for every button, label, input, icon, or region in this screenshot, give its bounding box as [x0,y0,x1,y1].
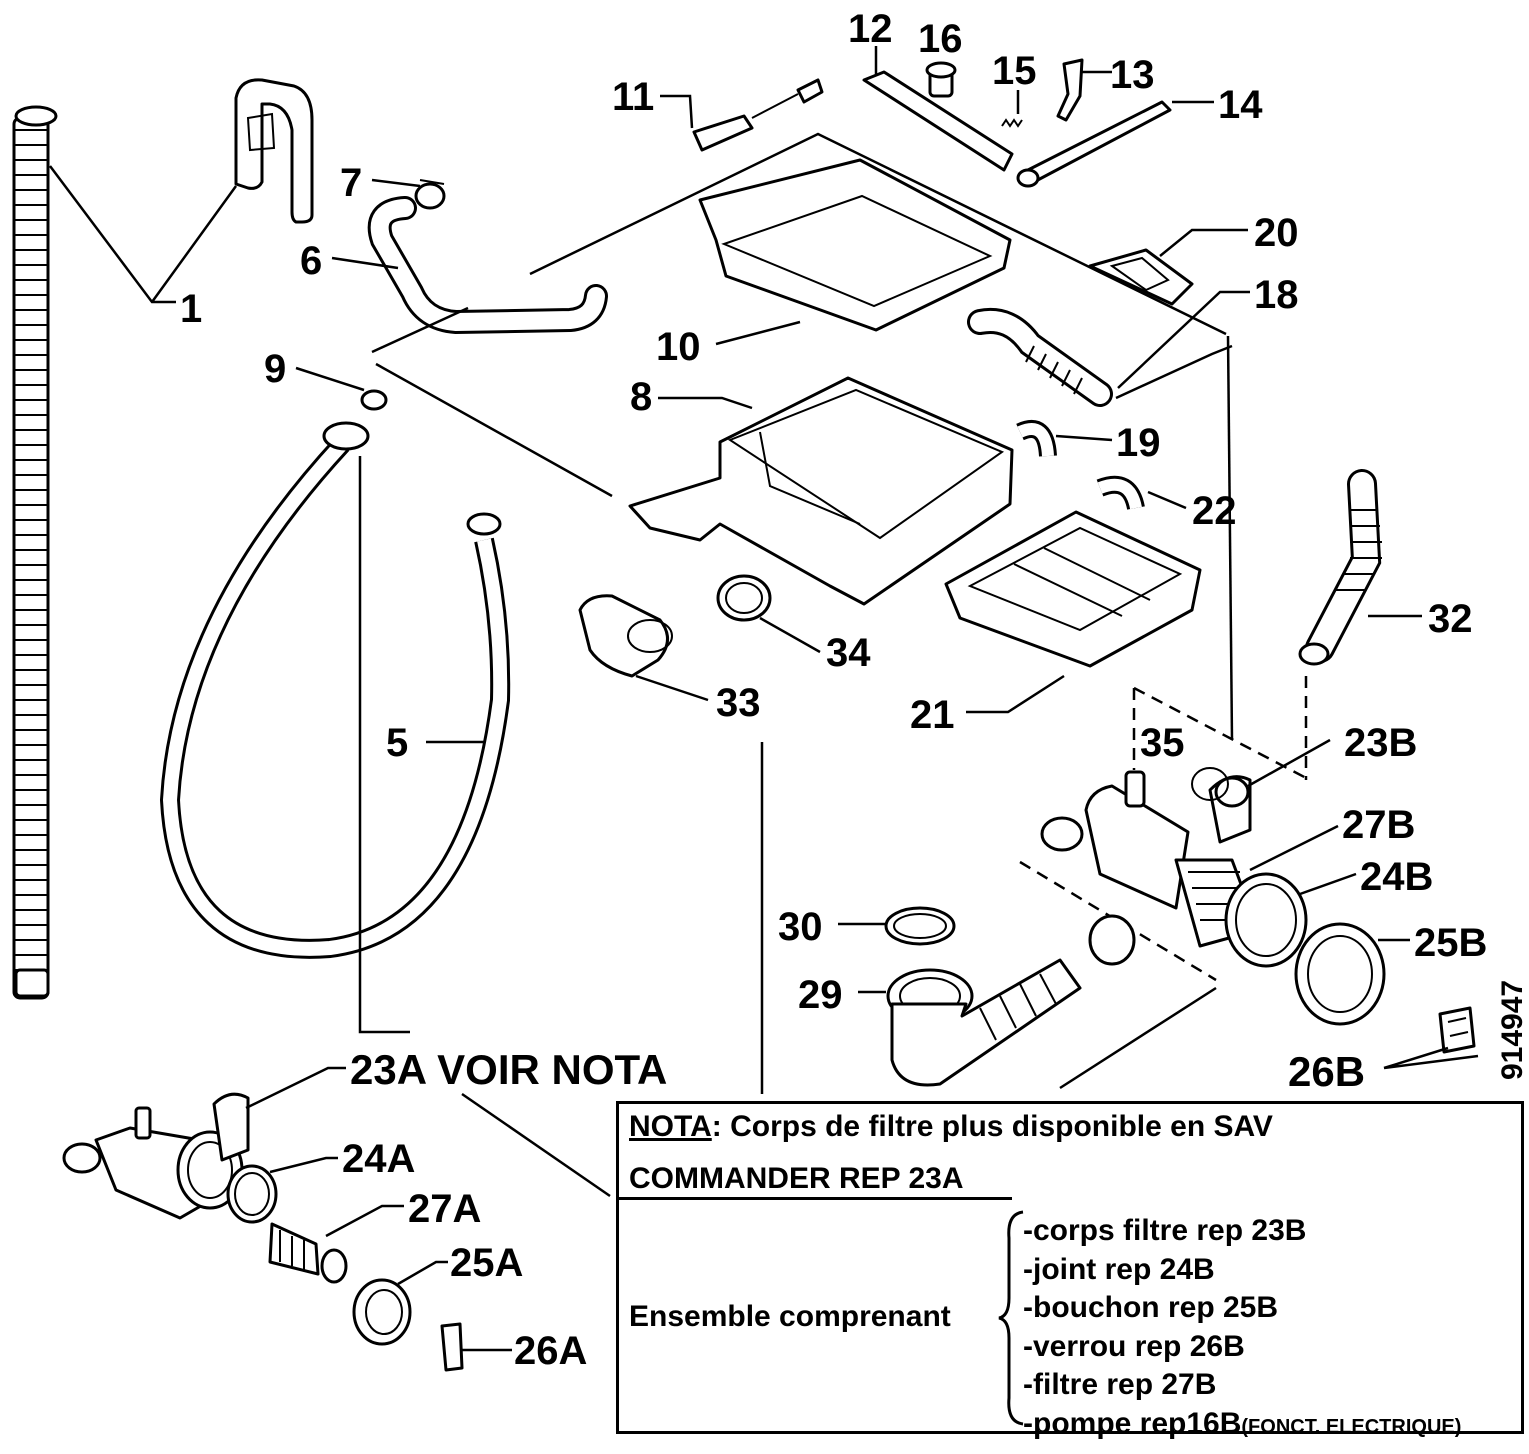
nota-item: -joint rep 24B [1023,1252,1215,1286]
label-35: 35 [1140,721,1185,765]
label-33: 33 [716,681,761,725]
dashed-assembly-outline [1019,676,1311,982]
label-34: 34 [826,631,871,675]
nota-word: NOTA [629,1110,712,1143]
part-34-ring-clamp [716,574,821,654]
label-30: 30 [778,905,823,949]
part-6-hose [331,196,608,335]
label-24a: 24A [342,1137,415,1181]
part-27a-filter [268,1204,404,1284]
part-14-rod [1016,100,1214,188]
label-10: 10 [656,325,701,369]
nota-item: -corps filtre rep 23B [1023,1214,1307,1247]
label-13: 13 [1110,53,1155,97]
nota-item: -bouchon rep 25B [1023,1291,1279,1324]
label-7: 7 [340,161,362,205]
nota-item: -filtre rep 27B [1023,1368,1217,1401]
part-7-hose-clamp [371,178,446,210]
part-12-bracket [862,46,1014,172]
part-18-bellows-hose [967,290,1250,407]
label-20: 20 [1254,211,1299,255]
part-22-elbow [1096,475,1187,511]
label-21: 21 [910,693,955,737]
part-23a-filter-body [62,1066,346,1220]
part-32-bellows [1298,469,1422,666]
nota-items-list: -corps filtre rep 23B -joint rep 24B -bo… [1023,1212,1461,1443]
label-6: 6 [300,239,322,283]
label-5: 5 [386,721,408,765]
label-18: 18 [1254,273,1299,317]
part-11-switch [660,78,824,152]
part-33-connector [578,594,709,702]
label-12: 12 [848,7,893,51]
label-29: 29 [798,973,843,1017]
part-23b-filter-body [1040,738,1331,910]
label-11: 11 [612,75,654,119]
label-15: 15 [992,49,1037,93]
part-13-lever [1056,58,1112,122]
label-24b: 24B [1360,855,1433,899]
label-22: 22 [1192,489,1237,533]
label-26b: 26B [1288,1048,1365,1095]
part-1-drain-hose [12,78,314,1000]
label-23a-voir-nota: 23A VOIR NOTA [350,1046,667,1093]
part-26a-latch [440,1322,512,1372]
part-15-spring [1001,90,1023,128]
nota-item-pump-text: -pompe rep16B [1023,1406,1242,1440]
nota-title: NOTA: Corps de filtre plus disponible en… [629,1110,1273,1144]
label-32: 32 [1428,597,1473,641]
part-21-detergent-drawer [944,510,1202,714]
part-25b-plug [1294,922,1410,1026]
part-25a-plug [352,1260,448,1346]
nota-item-pump: -pompe rep16B(FONCT. ELECTRIQUE) [1023,1405,1461,1444]
nota-separator [619,1197,1012,1200]
hose-corrugation [14,129,48,971]
part-29-elbow-bellows [858,914,1136,1087]
part-16-plug [925,61,957,98]
label-14: 14 [1218,83,1263,127]
part-24a-seal [226,1156,338,1224]
part-20-cover [1088,228,1248,306]
nota-item: -verrou rep 26B [1023,1329,1245,1363]
label-16: 16 [918,17,963,61]
label-1: 1 [180,287,202,331]
part-8-dispenser-housing [628,376,1014,606]
part-19-elbow [1016,420,1113,457]
cabinet-outline [358,132,1234,1094]
label-26a: 26A [514,1329,587,1373]
part-9-valve [295,366,388,411]
part-5-inlet-hose [159,421,511,959]
nota-ensemble-label: Ensemble comprenant [629,1300,951,1333]
nota-brace [998,1210,1024,1426]
nota-title-rest: : Corps de filtre plus disponible en SAV [711,1110,1273,1143]
label-9: 9 [264,347,286,391]
label-27b: 27B [1342,803,1415,847]
label-8: 8 [630,375,652,419]
nota-pump-note: (FONCT. ELECTRIQUE) [1241,1415,1462,1438]
part-10-top-frame [698,158,1012,346]
nota-order-line: COMMANDER REP 23A [629,1162,964,1195]
label-25b: 25B [1414,921,1487,965]
nota-box: NOTA: Corps de filtre plus disponible en… [616,1101,1524,1440]
label-27a: 27A [408,1187,481,1231]
part-24b-seal [1224,872,1357,968]
label-19: 19 [1116,421,1161,465]
reference-code: 914947 [1496,980,1529,1080]
label-25a: 25A [450,1241,523,1285]
part-30-ring [838,906,956,946]
part-26b-latch [1383,1006,1479,1070]
label-23b: 23B [1344,721,1417,765]
leader-23a-to-nota [461,1092,611,1198]
